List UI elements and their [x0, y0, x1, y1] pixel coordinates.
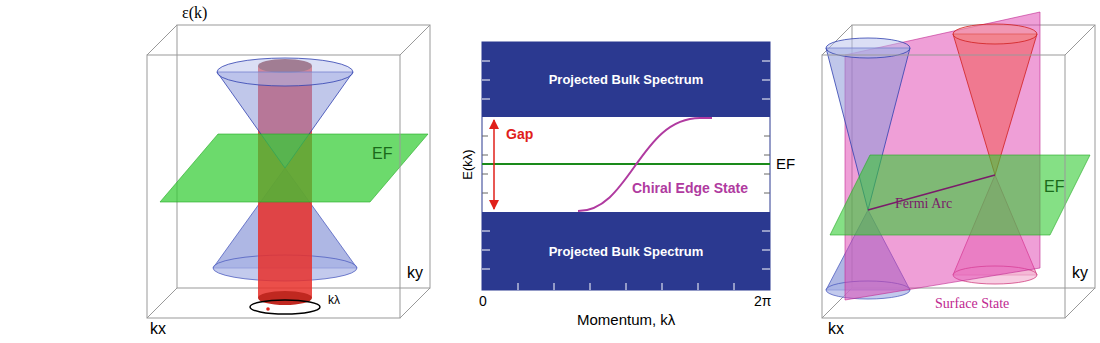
fermi-level-label: EF	[776, 155, 795, 172]
bulk-band: Projected Bulk Spectrum	[482, 42, 770, 117]
fermi-level-label: EF	[372, 145, 392, 163]
fermi-level-label: EF	[1044, 178, 1064, 196]
panel-three	[822, 12, 1095, 318]
tick-label: 2π	[754, 293, 771, 309]
band-text: Projected Bulk Spectrum	[549, 72, 704, 87]
axis-label: ky	[1072, 264, 1088, 282]
tick-label: 0	[479, 293, 487, 309]
axis-label: E(kλ)	[461, 149, 476, 179]
axis-label: kλ	[328, 294, 340, 308]
axis-label: ε(k)	[182, 4, 207, 22]
axis-label: Momentum, kλ	[577, 311, 675, 328]
gap-label: Gap	[506, 126, 533, 142]
band-text: Projected Bulk Spectrum	[549, 244, 704, 259]
fermi-arc-label: Fermi Arc	[895, 196, 952, 212]
surface-state-label: Surface State	[935, 296, 1009, 312]
axis-label: kx	[828, 320, 844, 338]
panel-one	[147, 25, 430, 318]
panel-two	[482, 42, 770, 290]
edge-state-label: Chiral Edge State	[632, 180, 748, 196]
axis-label: ky	[407, 264, 423, 282]
bulk-band: Projected Bulk Spectrum	[482, 212, 770, 290]
axis-label: kx	[150, 320, 166, 338]
